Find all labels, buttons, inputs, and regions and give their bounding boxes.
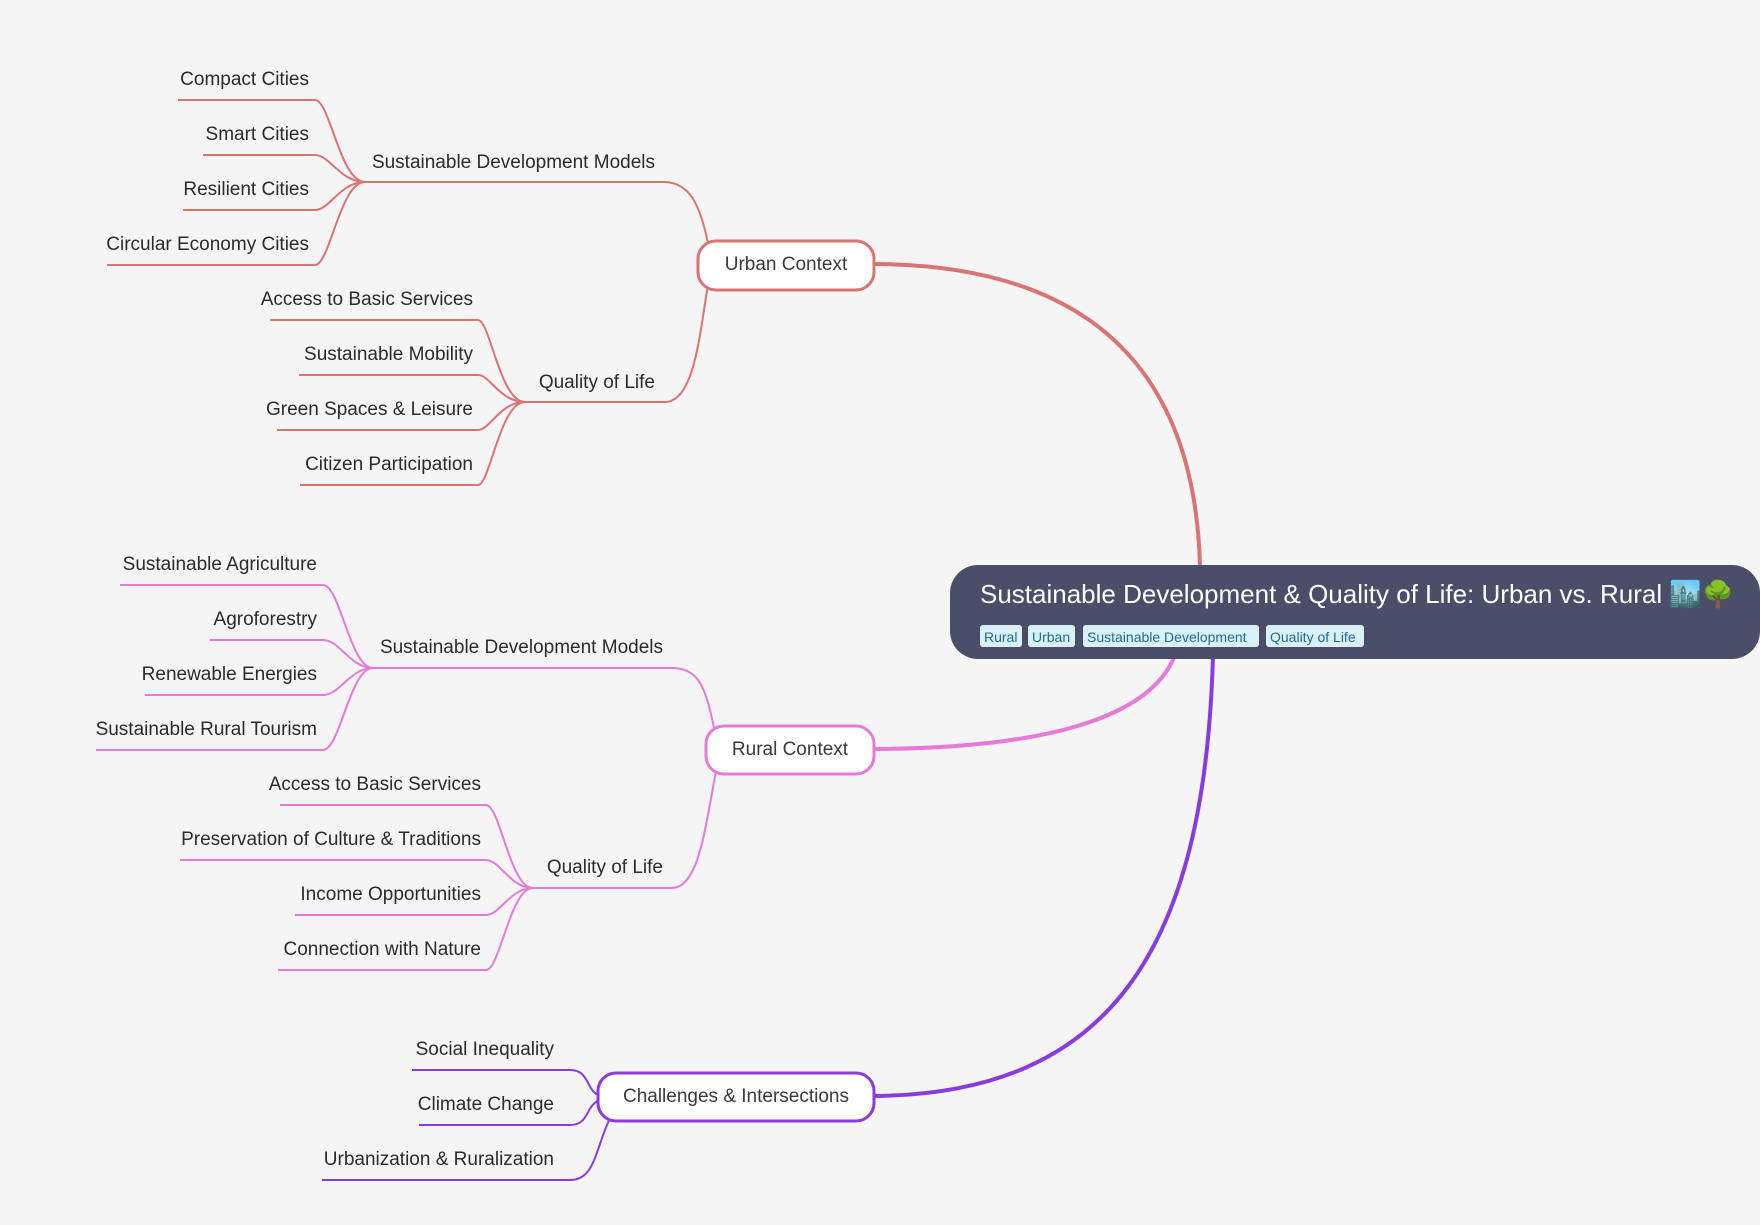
urban-sub-quality-of-life[interactable]: Quality of Life — [539, 372, 655, 393]
leaf-rural-access-basic-services[interactable]: Access to Basic Services — [269, 774, 481, 795]
leaf-circular-economy-cities[interactable]: Circular Economy Cities — [106, 234, 309, 255]
tag-rural: Rural — [984, 629, 1017, 645]
root-node[interactable]: Sustainable Development & Quality of Lif… — [950, 565, 1760, 659]
leaf-urban-access-basic-services[interactable]: Access to Basic Services — [261, 289, 473, 310]
leaf-connection-with-nature[interactable]: Connection with Nature — [284, 939, 482, 960]
leaf-sustainable-rural-tourism[interactable]: Sustainable Rural Tourism — [96, 719, 317, 740]
root-title: Sustainable Development & Quality of Lif… — [980, 578, 1734, 609]
leaf-urbanization-ruralization[interactable]: Urbanization & Ruralization — [324, 1149, 554, 1170]
leaf-agroforestry[interactable]: Agroforestry — [214, 609, 318, 630]
rural-sub-quality-of-life[interactable]: Quality of Life — [547, 857, 663, 878]
tag-sustainable-development: Sustainable Development — [1087, 629, 1247, 645]
leaf-sustainable-agriculture[interactable]: Sustainable Agriculture — [123, 554, 317, 575]
node-challenges-intersections[interactable]: Challenges & Intersections — [596, 1071, 876, 1123]
root-tags: Rural Urban Sustainable Development Qual… — [980, 625, 1364, 647]
tag-quality-of-life: Quality of Life — [1270, 629, 1356, 645]
tag-quality-of-life-bg — [1266, 625, 1364, 647]
leaf-preservation-culture-traditions[interactable]: Preservation of Culture & Traditions — [181, 829, 481, 850]
leaf-green-spaces-leisure[interactable]: Green Spaces & Leisure — [266, 399, 473, 420]
urban-sub-sustainable-development-models[interactable]: Sustainable Development Models — [372, 152, 655, 173]
leaf-citizen-participation[interactable]: Citizen Participation — [305, 454, 473, 475]
tag-sustainable-development-bg — [1083, 625, 1259, 647]
tag-urban: Urban — [1032, 629, 1070, 645]
urban-connectors — [107, 99, 709, 486]
leaf-social-inequality[interactable]: Social Inequality — [416, 1039, 555, 1060]
node-urban-context-label: Urban Context — [725, 254, 848, 275]
connector-root-urban — [873, 262, 1202, 567]
challenges-connectors — [322, 1069, 611, 1181]
rural-sub-sustainable-development-models[interactable]: Sustainable Development Models — [380, 637, 663, 658]
node-challenges-intersections-label: Challenges & Intersections — [623, 1086, 849, 1107]
leaf-resilient-cities[interactable]: Resilient Cities — [183, 179, 309, 200]
leaf-compact-cities[interactable]: Compact Cities — [180, 69, 309, 90]
node-rural-context[interactable]: Rural Context — [704, 724, 876, 776]
leaf-income-opportunities[interactable]: Income Opportunities — [300, 884, 481, 905]
leaf-climate-change[interactable]: Climate Change — [418, 1094, 554, 1115]
node-urban-context[interactable]: Urban Context — [696, 239, 876, 292]
connector-root-challenges — [873, 654, 1215, 1098]
tag-rural-bg — [980, 625, 1022, 647]
leaf-smart-cities[interactable]: Smart Cities — [206, 124, 309, 145]
leaf-sustainable-mobility[interactable]: Sustainable Mobility — [304, 344, 473, 365]
node-rural-context-label: Rural Context — [732, 739, 849, 760]
connector-root-rural — [873, 654, 1177, 751]
tag-urban-bg — [1028, 625, 1075, 647]
leaf-renewable-energies[interactable]: Renewable Energies — [142, 664, 317, 685]
rural-connectors — [96, 584, 717, 971]
